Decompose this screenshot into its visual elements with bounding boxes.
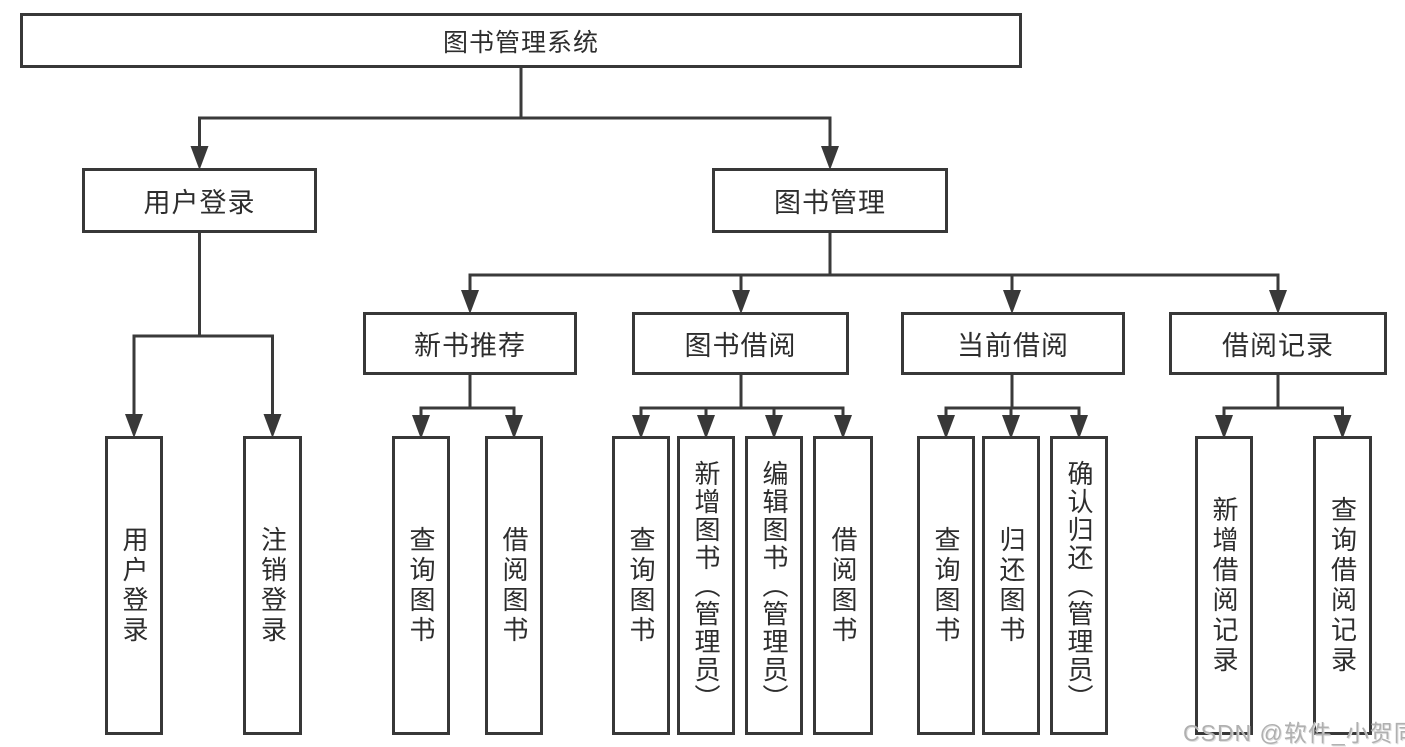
node-new-book-recommend: 新书推荐: [363, 312, 577, 375]
leaf-user-login: 用户登录: [105, 436, 163, 735]
leaf-add-books-admin: 新增图书（管理员）: [677, 436, 735, 735]
node-book-borrowing: 图书借阅: [632, 312, 849, 375]
leaf-search-borrow-record: 查询借阅记录: [1313, 436, 1372, 735]
node-borrowing-records: 借阅记录: [1169, 312, 1387, 375]
node-user-login: 用户登录: [82, 168, 317, 233]
node-book-management: 图书管理: [712, 168, 948, 233]
leaf-search-books-borrowing: 查询图书: [612, 436, 670, 735]
node-library-system: 图书管理系统: [20, 13, 1022, 68]
leaf-logout: 注销登录: [243, 436, 302, 735]
leaf-borrow-books-recommend: 借阅图书: [485, 436, 543, 735]
leaf-return-books: 归还图书: [982, 436, 1040, 735]
leaf-add-borrow-record: 新增借阅记录: [1195, 436, 1253, 735]
leaf-confirm-return-admin: 确认归还（管理员）: [1050, 436, 1108, 735]
leaf-edit-books-admin: 编辑图书（管理员）: [745, 436, 803, 735]
leaf-search-books-current: 查询图书: [917, 436, 975, 735]
node-current-borrowing: 当前借阅: [901, 312, 1125, 375]
csdn-watermark: CSDN @软件_小贺同学: [1183, 720, 1405, 746]
leaf-borrow-books-borrowing: 借阅图书: [813, 436, 873, 735]
leaf-search-books-recommend: 查询图书: [392, 436, 450, 735]
